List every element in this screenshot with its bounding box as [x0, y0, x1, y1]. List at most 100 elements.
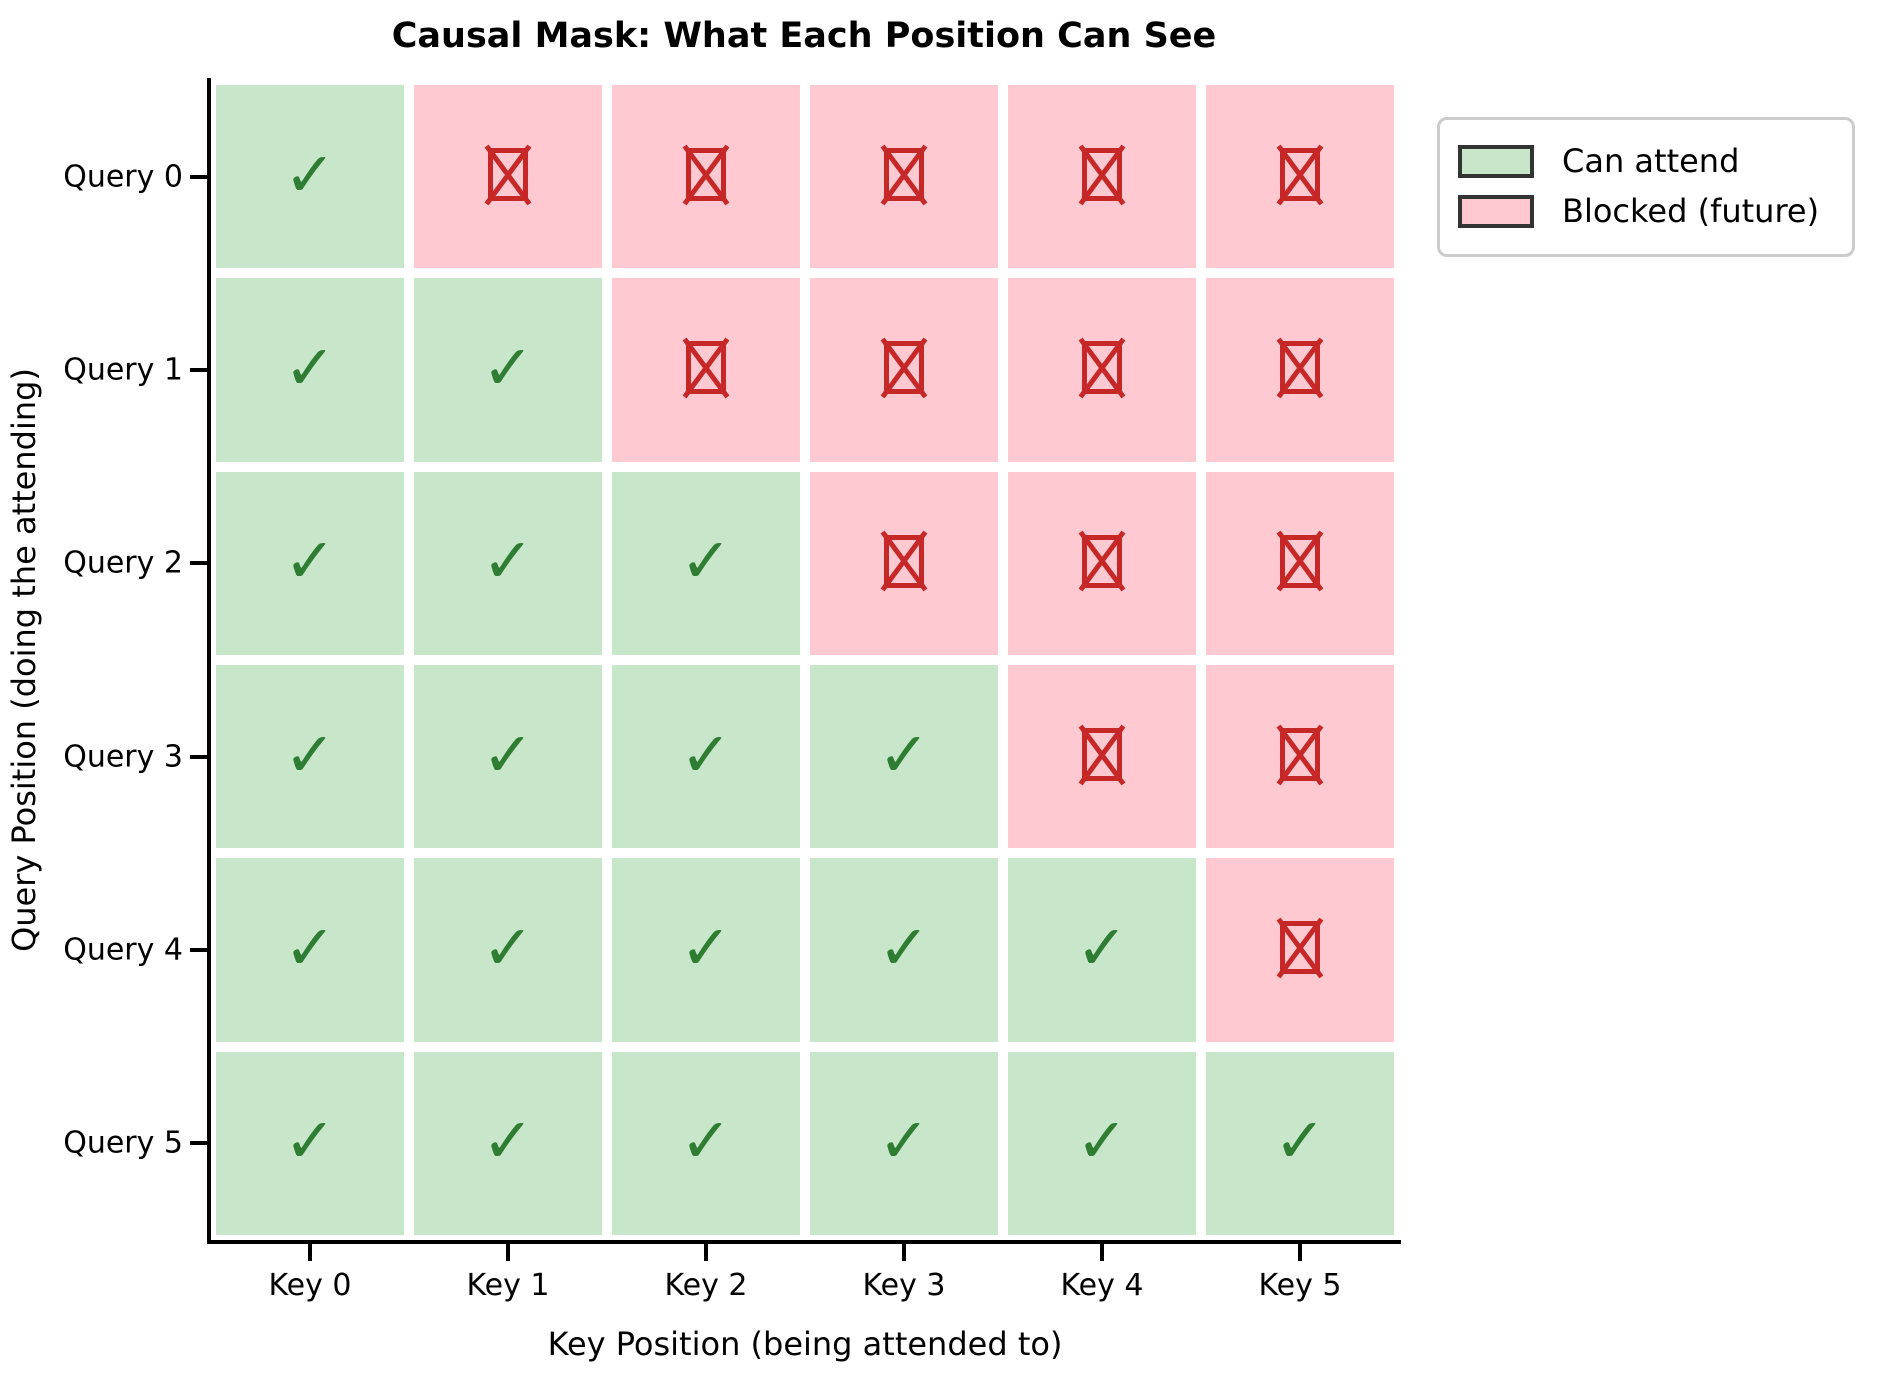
heatmap-plot-area: ✓ ✓ ✓ ✓ ✓ ✓ ✓ ✓ ✓ ✓ ✓ ✓ ✓ ✓ ✓ ✓ ✓ ✓ ✓ ✓ ✓ — [211, 80, 1399, 1240]
y-tick-label-query-1: Query 1 — [63, 352, 183, 388]
check-icon: ✓ — [482, 330, 534, 404]
check-icon: ✓ — [680, 910, 732, 984]
mask-cell-q5-k1: ✓ — [409, 1046, 607, 1240]
legend-label-can-attend: Can attend — [1562, 142, 1740, 180]
check-icon: ✓ — [482, 717, 534, 791]
check-icon: ✓ — [878, 910, 930, 984]
legend-item-can-attend: Can attend — [1458, 136, 1834, 186]
page-title: Causal Mask: What Each Position Can See — [391, 16, 1217, 56]
x-tick-mark-4 — [1100, 1244, 1104, 1261]
mask-cell-q3-k3: ✓ — [805, 659, 1003, 854]
mask-cell-q0-k1 — [409, 80, 607, 274]
mask-cell-q1-k1: ✓ — [409, 273, 607, 467]
y-tick-mark-3 — [190, 754, 207, 759]
check-icon: ✓ — [680, 524, 732, 598]
cross-icon — [1280, 341, 1320, 395]
cross-icon — [884, 534, 924, 588]
mask-cell-q5-k3: ✓ — [805, 1046, 1003, 1240]
y-tick-label-query-4: Query 4 — [63, 932, 183, 968]
mask-cell-q1-k4 — [1003, 273, 1201, 467]
mask-cell-q0-k2 — [607, 80, 805, 274]
mask-cell-q3-k5 — [1201, 659, 1399, 854]
legend-label-blocked: Blocked (future) — [1562, 192, 1820, 230]
x-tick-label-key-2: Key 2 — [664, 1268, 748, 1303]
mask-cell-q4-k0: ✓ — [211, 853, 409, 1047]
check-icon: ✓ — [284, 330, 336, 404]
y-tick-label-query-0: Query 0 — [63, 159, 183, 195]
y-axis-spine — [207, 78, 211, 1242]
mask-cell-q1-k5 — [1201, 273, 1399, 467]
check-icon: ✓ — [482, 1104, 534, 1178]
x-tick-label-key-5: Key 5 — [1258, 1268, 1342, 1303]
y-tick-mark-5 — [190, 1141, 207, 1146]
legend-swatch-can-attend — [1458, 144, 1534, 178]
x-tick-label-key-1: Key 1 — [466, 1268, 550, 1303]
cross-icon — [686, 148, 726, 202]
mask-cell-q2-k1: ✓ — [409, 466, 607, 660]
y-axis-label-wrap: Query Position (doing the attending) — [0, 80, 48, 1240]
mask-cell-q4-k4: ✓ — [1003, 853, 1201, 1047]
x-tick-mark-5 — [1298, 1244, 1302, 1261]
mask-cell-q1-k0: ✓ — [211, 273, 409, 467]
mask-cell-q3-k4 — [1003, 659, 1201, 854]
mask-cell-q2-k0: ✓ — [211, 466, 409, 660]
legend-swatch-blocked — [1458, 194, 1534, 228]
mask-grid: ✓ ✓ ✓ ✓ ✓ ✓ ✓ ✓ ✓ ✓ ✓ ✓ ✓ ✓ ✓ ✓ ✓ ✓ ✓ ✓ ✓ — [211, 80, 1399, 1240]
y-tick-mark-4 — [190, 948, 207, 952]
y-tick-label-query-5: Query 5 — [63, 1125, 183, 1161]
cross-icon — [1280, 921, 1320, 975]
legend-item-blocked: Blocked (future) — [1458, 186, 1834, 236]
check-icon: ✓ — [284, 1104, 336, 1178]
x-tick-label-key-0: Key 0 — [268, 1268, 352, 1303]
x-tick-mark-0 — [308, 1244, 312, 1261]
mask-cell-q4-k2: ✓ — [607, 853, 805, 1047]
cross-icon — [1082, 728, 1122, 782]
check-icon: ✓ — [1274, 1104, 1326, 1178]
y-tick-mark-0 — [190, 174, 207, 179]
mask-cell-q3-k0: ✓ — [211, 659, 409, 854]
mask-cell-q0-k0: ✓ — [211, 80, 409, 274]
cross-icon — [1082, 534, 1122, 588]
y-tick-label-query-2: Query 2 — [63, 545, 183, 581]
y-axis-label: Query Position (doing the attending) — [5, 368, 43, 952]
check-icon: ✓ — [284, 524, 336, 598]
mask-cell-q0-k3 — [805, 80, 1003, 274]
cross-icon — [1082, 341, 1122, 395]
check-icon: ✓ — [284, 137, 336, 211]
check-icon: ✓ — [878, 1104, 930, 1178]
cross-icon — [1082, 148, 1122, 202]
mask-cell-q0-k5 — [1201, 80, 1399, 274]
cross-icon — [488, 148, 528, 202]
cross-icon — [1280, 728, 1320, 782]
check-icon: ✓ — [284, 910, 336, 984]
x-tick-mark-3 — [902, 1244, 906, 1261]
check-icon: ✓ — [1076, 910, 1128, 984]
mask-cell-q4-k1: ✓ — [409, 853, 607, 1047]
x-tick-mark-2 — [704, 1244, 708, 1261]
cross-icon — [884, 148, 924, 202]
x-tick-label-key-4: Key 4 — [1060, 1268, 1144, 1303]
mask-cell-q4-k5 — [1201, 853, 1399, 1047]
cross-icon — [1280, 534, 1320, 588]
y-tick-label-query-3: Query 3 — [63, 739, 183, 775]
check-icon: ✓ — [680, 717, 732, 791]
mask-cell-q4-k3: ✓ — [805, 853, 1003, 1047]
x-tick-mark-1 — [506, 1244, 510, 1261]
check-icon: ✓ — [680, 1104, 732, 1178]
check-icon: ✓ — [482, 524, 534, 598]
mask-cell-q2-k3 — [805, 466, 1003, 660]
mask-cell-q5-k4: ✓ — [1003, 1046, 1201, 1240]
cross-icon — [1280, 148, 1320, 202]
check-icon: ✓ — [1076, 1104, 1128, 1178]
check-icon: ✓ — [284, 717, 336, 791]
y-tick-mark-2 — [190, 561, 207, 566]
x-tick-label-key-3: Key 3 — [862, 1268, 946, 1303]
mask-cell-q2-k2: ✓ — [607, 466, 805, 660]
y-tick-mark-1 — [190, 368, 207, 372]
x-axis-label: Key Position (being attended to) — [547, 1325, 1063, 1363]
mask-cell-q3-k2: ✓ — [607, 659, 805, 854]
check-icon: ✓ — [482, 910, 534, 984]
mask-cell-q5-k0: ✓ — [211, 1046, 409, 1240]
x-axis-spine — [207, 1240, 1401, 1244]
